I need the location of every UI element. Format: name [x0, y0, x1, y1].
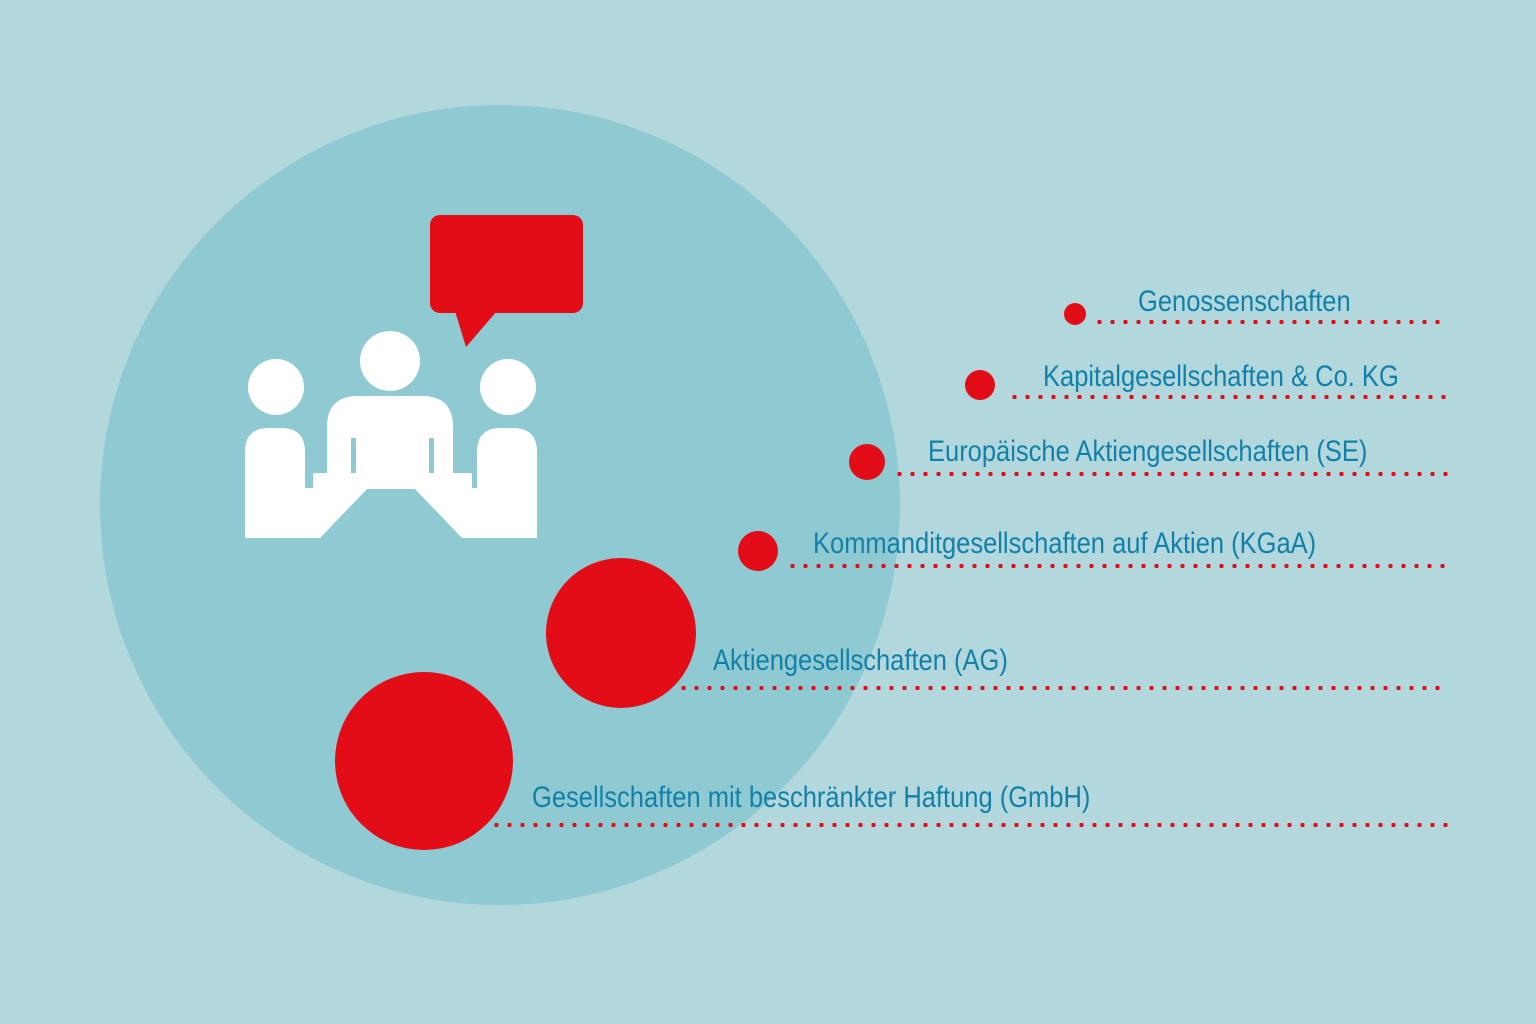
leader-line-genossenschaften: [1093, 319, 1448, 325]
center-person-arm-gap: [429, 438, 434, 474]
speech-bubble-icon: [430, 215, 583, 313]
leader-line-kapitalgesellschaften-co-kg: [1008, 394, 1448, 400]
right-person-body: [414, 428, 537, 538]
meeting-people-speech-bubble-icon: [245, 215, 583, 538]
leader-line-kgaa: [786, 563, 1448, 569]
label-gmbh: Gesellschaften mit beschränkter Haftung …: [532, 781, 1091, 814]
label-se: Europäische Aktiengesellschaften (SE): [928, 435, 1368, 468]
center-person-body: [327, 396, 453, 474]
bubble-kgaa: [738, 531, 778, 571]
bubble-kapitalgesellschaften-co-kg: [965, 370, 995, 400]
label-kgaa: Kommanditgesellschaften auf Aktien (KGaA…: [813, 527, 1317, 560]
left-person-head: [248, 359, 304, 415]
label-genossenschaften: Genossenschaften: [1138, 285, 1351, 318]
right-person-head: [480, 359, 536, 415]
leader-line-ag: [677, 685, 1448, 691]
center-person-head: [360, 331, 420, 391]
leader-line-se: [893, 471, 1448, 477]
center-person-arm-gap: [351, 438, 356, 474]
table-icon: [313, 473, 472, 489]
label-kapitalgesellschaften-co-kg: Kapitalgesellschaften & Co. KG: [1043, 360, 1399, 393]
bubble-se: [849, 444, 885, 480]
bubble-ag: [546, 558, 696, 708]
label-ag: Aktiengesellschaften (AG): [713, 644, 1008, 677]
left-person-body: [245, 428, 368, 538]
bubble-gmbh: [335, 672, 513, 850]
leader-line-gmbh: [490, 822, 1448, 828]
bubble-genossenschaften: [1064, 303, 1086, 325]
speech-bubble-tail: [455, 311, 497, 347]
